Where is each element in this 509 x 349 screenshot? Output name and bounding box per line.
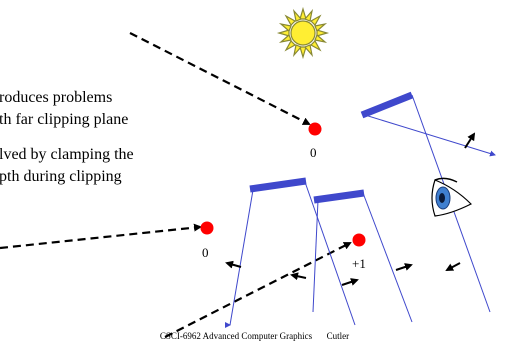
dashed-ray-bottom xyxy=(165,243,350,337)
point-right xyxy=(353,234,366,247)
dashed-ray-left xyxy=(0,227,200,248)
shadow-ray xyxy=(363,193,412,322)
shadow-ray xyxy=(230,190,253,325)
shadow-ray xyxy=(305,182,355,325)
normal-arrow xyxy=(227,263,241,267)
count-label-top: 0 xyxy=(310,145,317,160)
count-label-left: 0 xyxy=(202,245,209,260)
sun-icon xyxy=(279,9,327,57)
normal-arrow xyxy=(396,265,411,270)
footer-author: Cutler xyxy=(327,331,350,341)
shadow-ray xyxy=(313,200,318,312)
footer-course: CSCI-6962 Advanced Computer Graphics xyxy=(160,331,312,341)
dashed-ray-top xyxy=(130,33,309,124)
point-top xyxy=(309,123,322,136)
point-left xyxy=(201,222,214,235)
shadow-ray xyxy=(365,115,495,155)
normal-arrow xyxy=(342,280,357,285)
normal-arrow xyxy=(465,134,474,148)
count-label-right: +1 xyxy=(352,256,366,271)
footer: CSCI-6962 Advanced Computer Graphics Cut… xyxy=(0,331,509,341)
occluder-middle xyxy=(250,181,306,189)
normal-arrow xyxy=(292,275,306,278)
occluder-top-right xyxy=(362,95,412,115)
normal-arrow xyxy=(447,263,460,270)
occluder-lower xyxy=(314,193,364,200)
eye-icon xyxy=(432,178,471,216)
